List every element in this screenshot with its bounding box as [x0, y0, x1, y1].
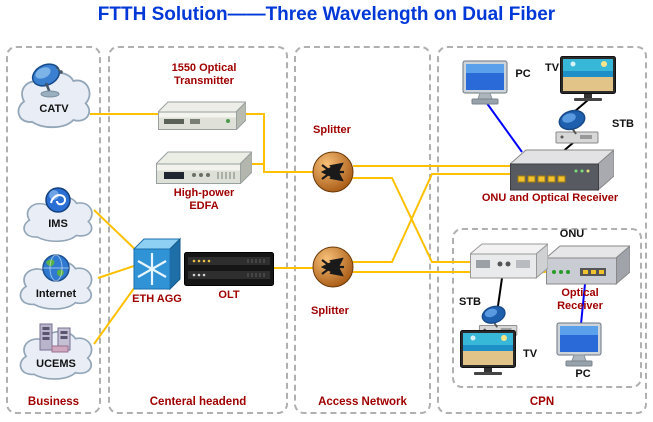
- internet-node: Internet: [12, 246, 100, 314]
- stb-top-device: [550, 108, 606, 146]
- headend-section-label: Centeral headend: [149, 396, 247, 408]
- monitor-icon: [462, 60, 508, 105]
- pc-top-device: [462, 60, 510, 106]
- optical-receiver-label: Optical Receiver: [557, 287, 603, 312]
- tv-top-label: TV: [544, 62, 560, 74]
- splitter-top: [311, 150, 355, 194]
- access-section-label: Access Network: [318, 396, 407, 408]
- onu-receiver-label: ONU and Optical Receiver: [481, 192, 619, 204]
- transmitter-label: 1550 Optical Transmitter: [171, 62, 237, 87]
- cloud-icon: [19, 330, 93, 380]
- splitter-bottom-label: Splitter: [311, 305, 349, 317]
- internet-label: Internet: [35, 288, 77, 300]
- ims-sphere-icon: [45, 187, 71, 213]
- ims-label: IMS: [48, 218, 68, 230]
- tv-top-device: [560, 56, 618, 104]
- switch-cube-icon: [132, 237, 182, 291]
- pc-top-label: PC: [515, 68, 531, 80]
- chassis-icon: [156, 151, 252, 184]
- stb-top-label: STB: [612, 118, 634, 130]
- optical-transmitter-device: [158, 96, 246, 130]
- globe-icon: [42, 254, 70, 282]
- onu-receiver-device: [510, 146, 614, 192]
- edfa-device: [156, 146, 252, 184]
- business-section-label: Business: [27, 396, 80, 408]
- cloud-icon: [23, 195, 93, 242]
- chassis-icon: [158, 101, 246, 130]
- ims-node: IMS: [16, 182, 100, 246]
- ucems-node: UCEMS: [12, 316, 100, 384]
- pc-lower-label: PC: [575, 368, 591, 380]
- satellite-dish-icon: [31, 63, 63, 98]
- catv-label: CATV: [39, 103, 69, 115]
- splitter-sphere-icon: [312, 246, 354, 288]
- section-access-network: [294, 46, 431, 414]
- diagram-title: FTTH Solution——Three Wavelength on Dual …: [97, 4, 556, 25]
- optical-receiver-device: [470, 240, 548, 280]
- eth-agg-label: ETH AGG: [132, 293, 182, 305]
- tv-icon: [560, 56, 616, 101]
- eth-agg-switch: [132, 237, 182, 291]
- catv-node: CATV: [10, 55, 98, 133]
- onu-label: ONU: [559, 228, 585, 240]
- server-towers-icon: [39, 323, 71, 353]
- ucems-label: UCEMS: [36, 358, 76, 370]
- cloud-icon: [17, 71, 91, 129]
- cloud-icon: [19, 260, 93, 310]
- olt-label: OLT: [218, 289, 240, 301]
- pc-lower-device: [556, 322, 604, 368]
- onu-receiver-icon: [510, 149, 614, 192]
- rack-icon: [184, 252, 274, 286]
- tv-lower-device: [460, 330, 518, 378]
- tv-icon: [460, 330, 516, 375]
- monitor-icon: [556, 322, 602, 367]
- stb-dish-icon: [555, 109, 599, 144]
- stb-lower-label: STB: [459, 296, 481, 308]
- edfa-label: High-power EDFA: [173, 187, 235, 212]
- olt-device: [184, 252, 274, 286]
- cpn-section-label: CPN: [529, 396, 555, 408]
- optical-receiver-icon: [470, 243, 548, 280]
- splitter-bottom: [311, 245, 355, 289]
- splitter-top-label: Splitter: [313, 124, 351, 136]
- onu-device: [546, 242, 630, 286]
- onu-icon: [546, 245, 630, 286]
- splitter-sphere-icon: [312, 151, 354, 193]
- tv-lower-label: TV: [522, 348, 538, 360]
- cpn-inner-box: [452, 228, 642, 388]
